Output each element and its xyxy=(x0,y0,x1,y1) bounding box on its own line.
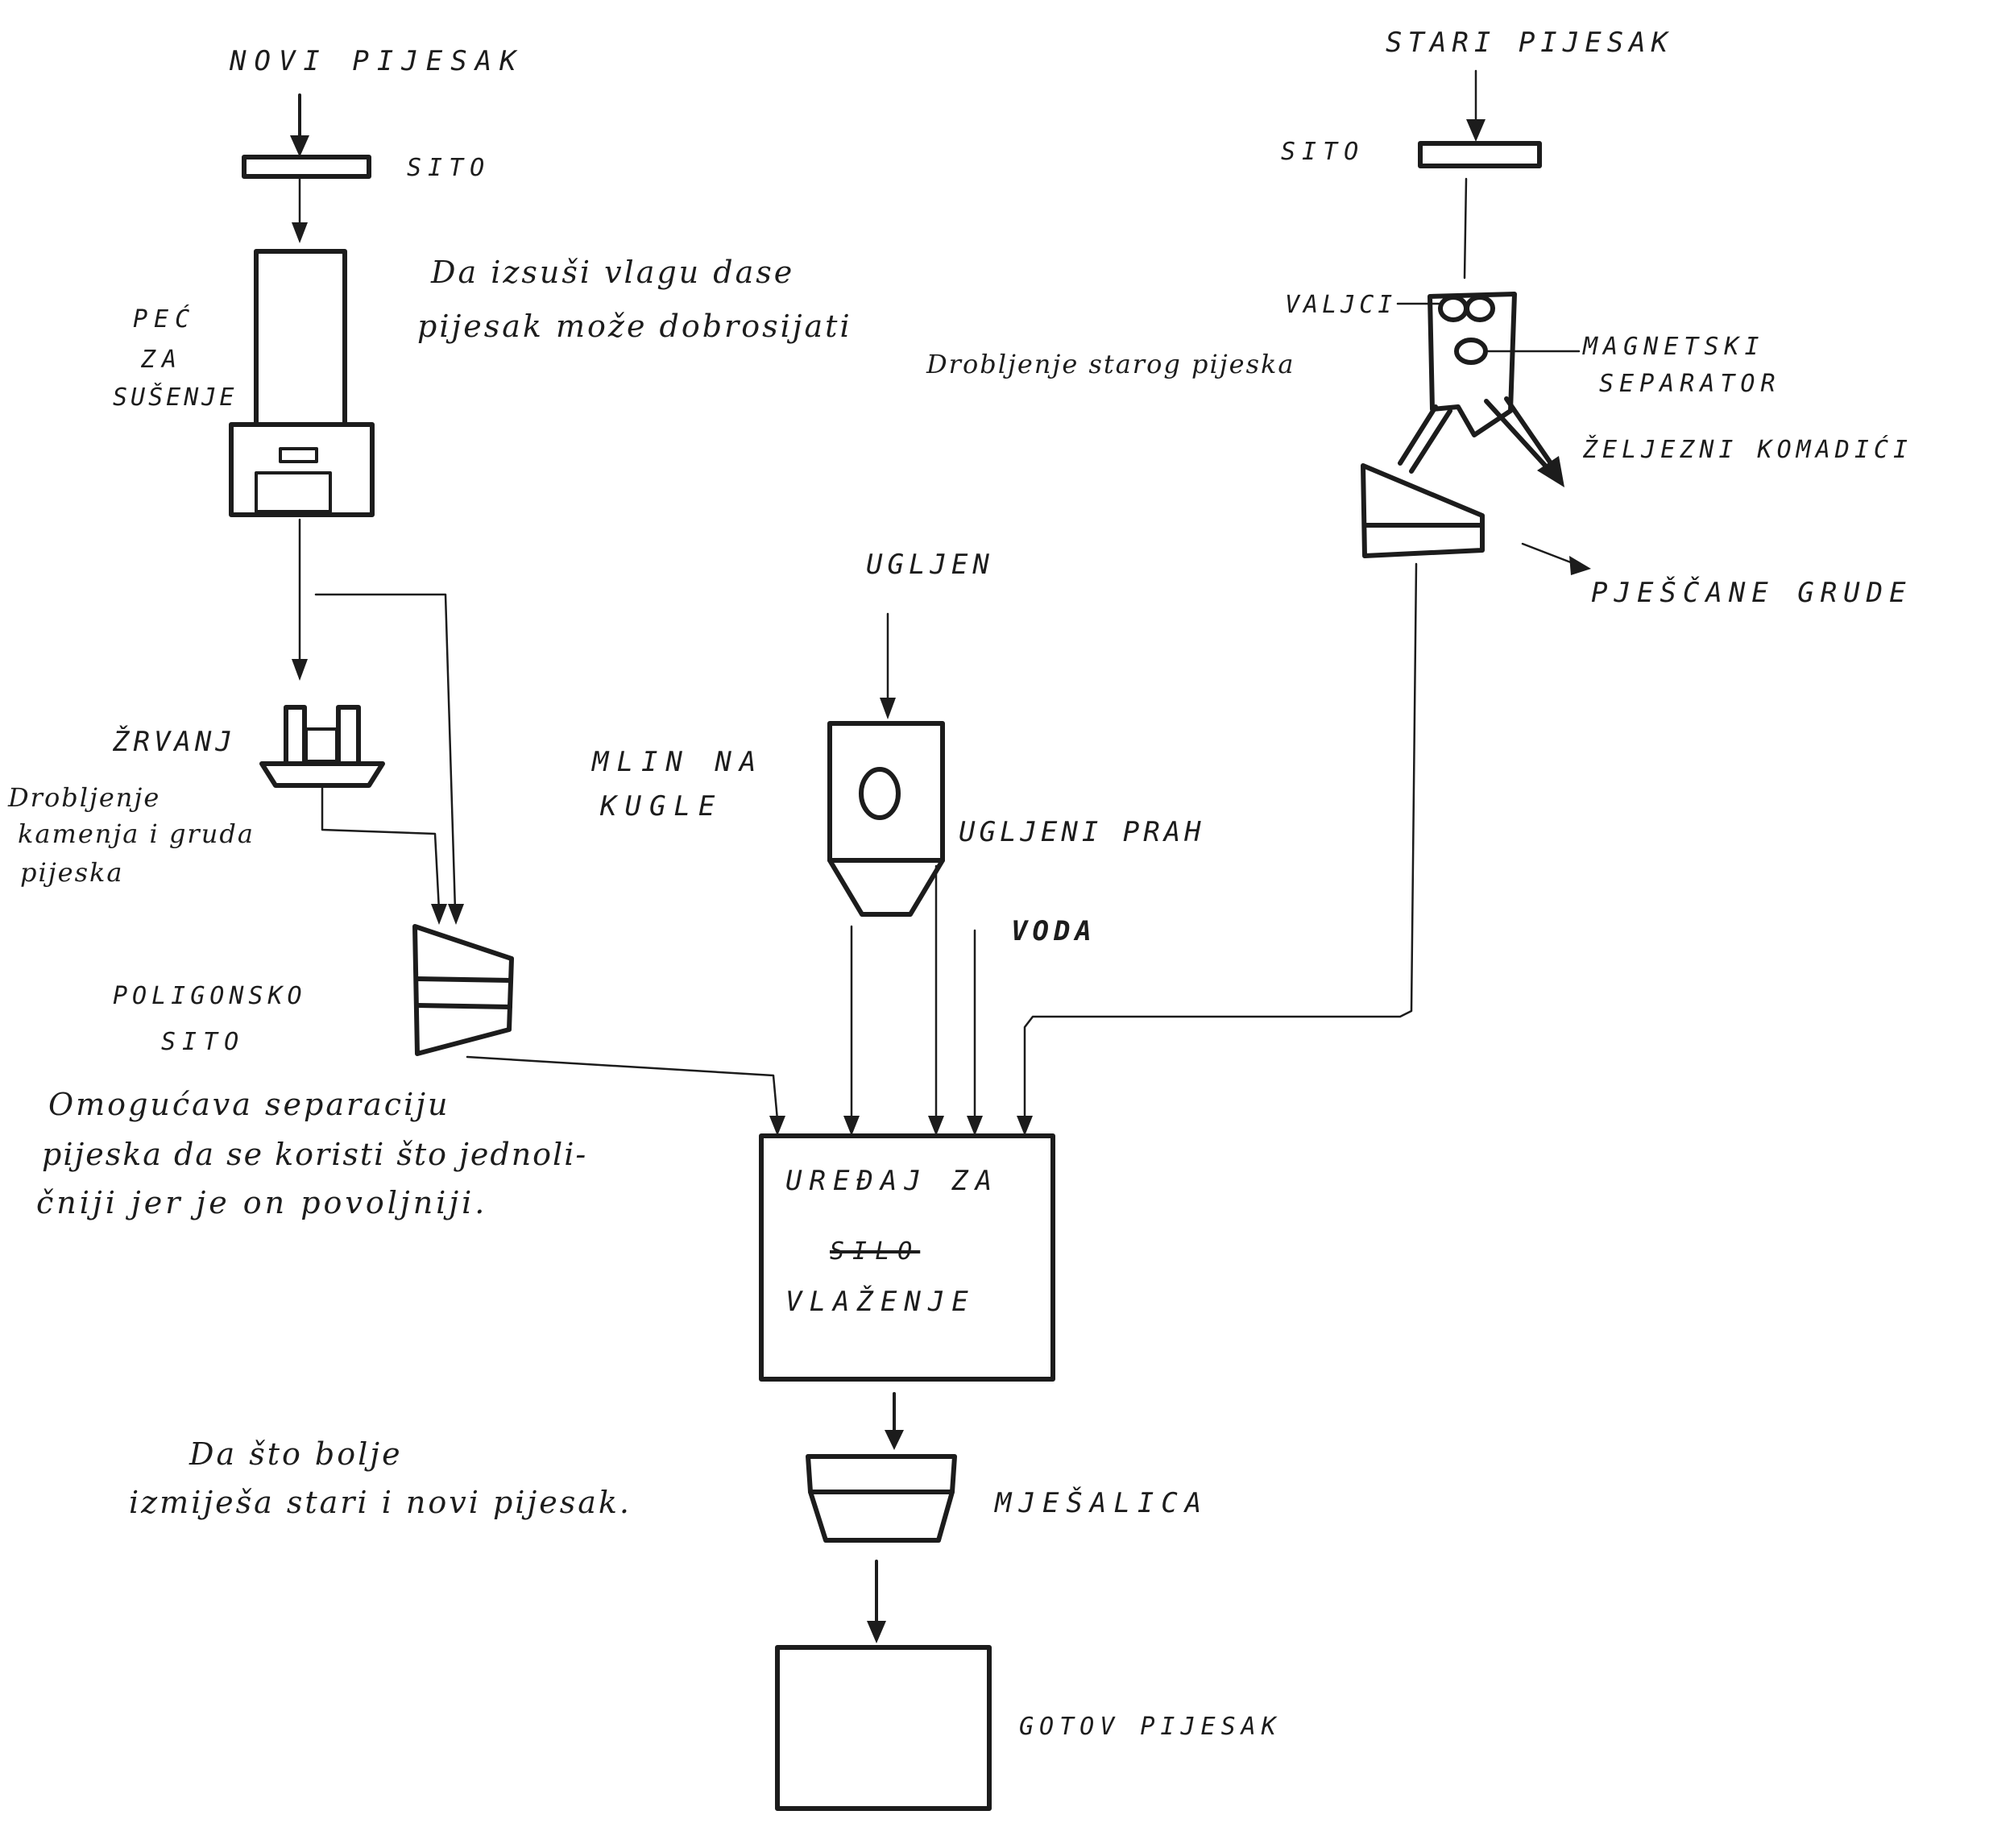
label-grinder: ŽRVANJ xyxy=(113,725,236,760)
arrow-mill-to-humidifier xyxy=(843,926,860,1136)
arrow-coal-to-mill xyxy=(880,614,896,719)
label-finished-sand: GOTOV PIJESAK xyxy=(1019,1712,1282,1742)
lump-separator-sieve xyxy=(1363,466,1482,556)
label-polygon-sieve-line-2: SITO xyxy=(161,1027,245,1058)
note-mixing-line-1: Da što bolje xyxy=(189,1436,403,1474)
label-oven-line-2: ZA xyxy=(141,345,183,375)
label-magnetic-separator-line-1: MAGNETSKI xyxy=(1583,332,1765,363)
roller-crusher-magnetic-separator xyxy=(1400,294,1564,487)
finished-sand-box xyxy=(777,1647,989,1809)
label-humidifier-line-2: VLAŽENJE xyxy=(785,1285,976,1320)
sieve-right xyxy=(1420,143,1539,166)
label-humidifier-struck: SILO xyxy=(830,1237,920,1267)
label-water: VODA xyxy=(1011,914,1096,949)
note-drying-line-2: pijesak može dobrosijati xyxy=(417,308,852,346)
label-ball-mill-line-2: KUGLE xyxy=(600,789,723,824)
line-old-sand-to-humidifier xyxy=(1017,564,1416,1136)
label-magnetic-separator-line-2: SEPARATOR xyxy=(1599,369,1781,400)
arrow-coal-dust-to-humidifier xyxy=(928,866,944,1136)
note-crushing-line-2: kamenja i gruda xyxy=(18,818,255,850)
label-new-sand: NOVI PIJESAK xyxy=(230,44,524,79)
label-oven-line-1: PEĆ xyxy=(133,305,196,335)
label-old-sand: STARI PIJESAK xyxy=(1386,26,1673,60)
arrow-dryer-to-grinder xyxy=(292,520,308,681)
arrow-new-sand-to-sieve xyxy=(290,95,309,157)
line-grinder-to-polygon-sieve xyxy=(322,788,447,925)
arrow-sieve-to-dryer xyxy=(292,179,308,243)
drying-oven xyxy=(231,251,372,515)
note-crushing-line-1: Drobljenje xyxy=(8,781,160,814)
arrow-water-to-humidifier xyxy=(967,930,983,1136)
note-mixing-line-2: izmiješa stari i novi pijesak. xyxy=(129,1484,632,1523)
label-polygon-sieve-line-1: POLIGONSKO xyxy=(113,981,307,1012)
label-coal-dust: UGLJENI PRAH xyxy=(959,815,1205,850)
label-sieve-right: SITO xyxy=(1281,137,1365,168)
label-coal: UGLJEN xyxy=(866,548,994,582)
note-drying-line-1: Da izsuši vlagu dase xyxy=(431,254,794,292)
label-sieve-left: SITO xyxy=(407,153,491,184)
arrow-to-sand-lumps xyxy=(1523,544,1591,575)
grinder-zrvanj xyxy=(262,707,383,785)
arrow-old-sand-to-sieve xyxy=(1466,71,1486,142)
note-crushing-line-3: pijeska xyxy=(20,856,123,889)
label-mixer: MJEŠALICA xyxy=(995,1486,1208,1521)
note-separation-line-1: Omogućava separaciju xyxy=(48,1086,450,1125)
note-separation-line-2: pijeska da se koristi što jednoli- xyxy=(42,1136,587,1175)
sieve-left xyxy=(244,157,369,176)
label-rollers: VALJCI xyxy=(1285,290,1396,321)
ball-mill xyxy=(830,723,943,914)
note-separation-line-3: čniji jer je on povoljniji. xyxy=(36,1184,487,1223)
label-sand-lumps: PJEŠČANE GRUDE xyxy=(1591,576,1912,611)
label-oven-line-3: SUŠENJE xyxy=(113,383,237,413)
arrow-mixer-to-finished xyxy=(867,1561,886,1643)
line-sieve-to-rollers xyxy=(1465,179,1466,278)
note-old-sand-crushing: Drobljenje starog pijeska xyxy=(926,348,1295,380)
label-humidifier-line-1: UREĐAJ ZA xyxy=(785,1164,999,1199)
polygon-sieve xyxy=(415,926,512,1054)
line-polygon-sieve-to-humidifier xyxy=(467,1057,785,1136)
mixer xyxy=(808,1456,955,1540)
label-iron-pieces: ŽELJEZNI KOMADIĆI xyxy=(1583,435,1912,466)
label-ball-mill-line-1: MLIN NA xyxy=(592,745,764,780)
arrow-humidifier-to-mixer xyxy=(885,1394,904,1450)
